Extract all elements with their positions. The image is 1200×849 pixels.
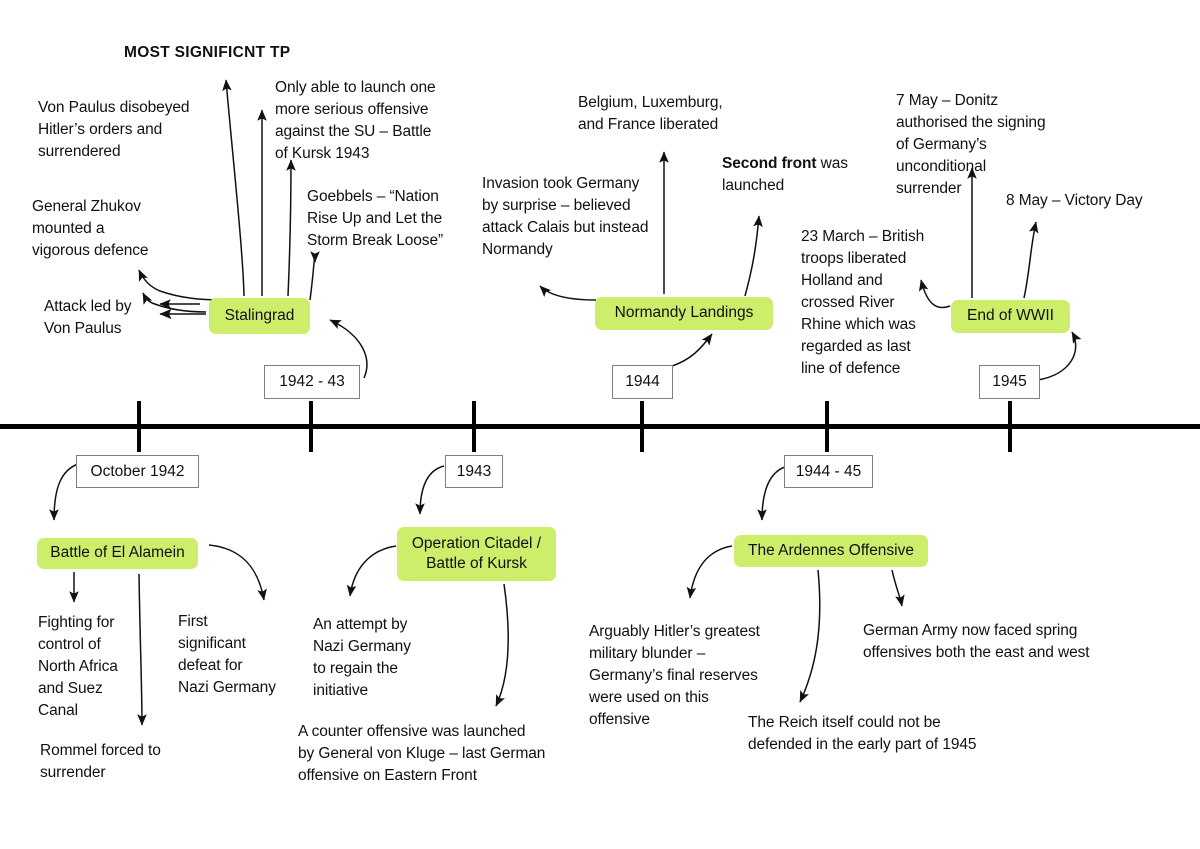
date-box-label: 1944 xyxy=(625,373,660,390)
note-belgium-luxemburg: Belgium, Luxemburg, and France liberated xyxy=(578,94,723,133)
note-only-able-to-launch: Only able to launch one more serious off… xyxy=(275,79,436,162)
date-box-d1944_45[interactable]: 1944 - 45 xyxy=(784,455,873,488)
note-attack-led-by: Attack led by Von Paulus xyxy=(44,298,132,337)
note-victory-day: 8 May – Victory Day xyxy=(1006,192,1143,209)
event-box-label: Operation Citadel / Battle of Kursk xyxy=(411,534,542,572)
timeline-tick-1 xyxy=(137,401,141,452)
date-box-doct1942[interactable]: October 1942 xyxy=(76,455,199,488)
date-box-label: 1943 xyxy=(456,462,492,480)
event-box-label: Battle of El Alamein xyxy=(50,544,185,562)
event-box-stalingrad[interactable]: Stalingrad xyxy=(209,298,310,334)
event-box-label: End of WWII xyxy=(967,307,1054,325)
note-first-significant-defeat: First significant defeat for Nazi German… xyxy=(178,613,276,696)
date-box-d1943[interactable]: 1943 xyxy=(445,455,503,488)
note-general-zhukov: General Zhukov mounted a vigorous defenc… xyxy=(32,198,149,259)
event-box-kursk[interactable]: Operation Citadel / Battle of Kursk xyxy=(397,527,556,581)
note-british-troops-holland: 23 March – British troops liberated Holl… xyxy=(801,228,925,377)
timeline-tick-6 xyxy=(1008,401,1012,452)
timeline-tick-2 xyxy=(309,401,313,452)
note-counter-offensive-kluge: A counter offensive was launched by Gene… xyxy=(298,723,546,784)
date-box-d1942_43[interactable]: 1942 - 43 xyxy=(264,365,360,399)
event-box-el_alamein[interactable]: Battle of El Alamein xyxy=(37,538,198,569)
event-box-end_wwii[interactable]: End of WWII xyxy=(951,300,1070,333)
note-attempt-regain-initiative: An attempt by Nazi Germany to regain the… xyxy=(313,616,411,699)
date-box-label: 1942 - 43 xyxy=(279,373,345,390)
note-von-paulus-disobeyed: Von Paulus disobeyed Hitler’s orders and… xyxy=(38,99,190,160)
note-reich-not-defended: The Reich itself could not be defended i… xyxy=(748,714,977,753)
timeline-tick-5 xyxy=(825,401,829,452)
note-goebbels-quote: Goebbels – “Nation Rise Up and Let the S… xyxy=(307,188,444,249)
note-fighting-north-africa: Fighting for control of North Africa and… xyxy=(38,614,118,719)
note-donitz-surrender: 7 May – Donitz authorised the signing of… xyxy=(896,92,1046,197)
event-box-label: Stalingrad xyxy=(224,306,295,324)
note-invasion-surprise: Invasion took Germany by surprise – beli… xyxy=(482,175,649,258)
date-box-d1944[interactable]: 1944 xyxy=(612,365,673,399)
event-box-normandy[interactable]: Normandy Landings xyxy=(595,297,773,330)
note-second-front: Second front was launched xyxy=(722,155,848,194)
date-box-label: October 1942 xyxy=(90,462,185,480)
timeline-axis xyxy=(0,424,1200,429)
event-box-label: The Ardennes Offensive xyxy=(747,541,914,559)
date-box-label: 1945 xyxy=(992,373,1027,390)
event-box-label: Normandy Landings xyxy=(614,304,754,322)
event-box-ardennes[interactable]: The Ardennes Offensive xyxy=(734,535,928,567)
date-box-d1945[interactable]: 1945 xyxy=(979,365,1040,399)
date-box-label: 1944 - 45 xyxy=(795,462,862,480)
note-german-army-spring: German Army now faced spring offensives … xyxy=(863,622,1090,661)
timeline-tick-3 xyxy=(472,401,476,452)
note-hitlers-greatest-blunder: Arguably Hitler’s greatest military blun… xyxy=(589,623,760,728)
note-rommel-surrender: Rommel forced to surrender xyxy=(40,742,161,781)
page-title: MOST SIGNIFICNT TP xyxy=(124,44,291,61)
timeline-tick-4 xyxy=(640,401,644,452)
